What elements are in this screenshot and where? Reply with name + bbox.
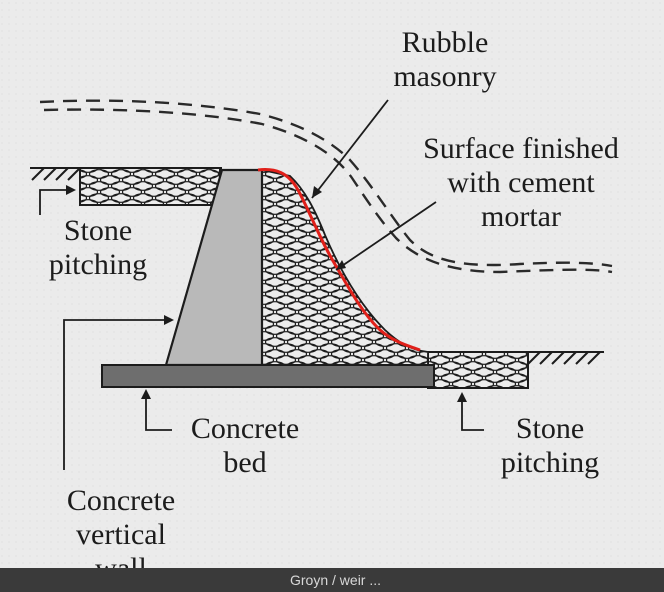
leader-lines	[39, 99, 484, 470]
label-line: Surface finished	[423, 132, 619, 165]
label-rubble-masonry: Rubble masonry	[380, 26, 510, 94]
label-line: Stone	[515, 412, 585, 445]
leader-arrowheads	[66, 185, 467, 402]
label-line: pitching	[500, 446, 600, 479]
label-line: vertical	[76, 518, 166, 551]
label-stone-pitching-left: Stone pitching	[28, 214, 168, 282]
label-line: pitching	[48, 248, 148, 281]
retaining-wall-diagram	[0, 0, 664, 568]
caption-bar-text: Groyn / weir ...	[290, 572, 382, 588]
label-line: Concrete	[66, 484, 176, 517]
label-line: bed	[223, 446, 267, 479]
cement-mortar-surface-highlight	[257, 168, 421, 352]
label-line: with cement	[447, 166, 595, 199]
label-line: Rubble	[401, 26, 489, 59]
label-line: masonry	[393, 60, 497, 93]
label-line: Concrete	[190, 412, 300, 445]
label-surface-finished: Surface finished with cement mortar	[396, 132, 646, 234]
left-stone-pitching	[79, 167, 221, 206]
label-stone-pitching-right: Stone pitching	[480, 412, 620, 480]
concrete-bed	[101, 364, 435, 388]
label-concrete-bed: Concrete bed	[170, 412, 320, 480]
label-line: Stone	[63, 214, 133, 247]
label-line: mortar	[481, 200, 561, 233]
video-caption-bar	[0, 568, 664, 592]
water-surface-dashes	[39, 99, 613, 274]
right-stone-pitching	[427, 351, 529, 389]
